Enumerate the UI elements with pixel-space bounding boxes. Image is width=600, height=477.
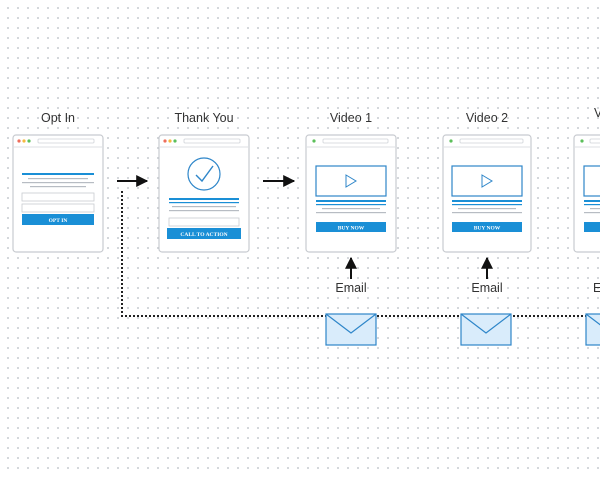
video-2-buy-now-label: BUY NOW: [474, 226, 501, 232]
window-dot-icon: [449, 139, 453, 143]
opt-in-button[interactable]: OPT IN: [22, 214, 94, 225]
thank-you-input-field[interactable]: [168, 217, 240, 227]
video-1-buy-now-button[interactable]: BUY NOW: [316, 222, 386, 232]
video-1-buy-now-label: BUY NOW: [338, 226, 365, 232]
window-dot-icon: [312, 139, 316, 143]
envelope-icon: [460, 313, 512, 346]
video-2-buy-now-button[interactable]: BUY NOW: [452, 222, 522, 232]
video-3-page-card[interactable]: [573, 134, 600, 253]
video-2-page-card[interactable]: BUY NOW: [442, 134, 532, 253]
email-label-video-1: Email: [335, 281, 367, 295]
email-label-video-2: Email: [471, 281, 503, 295]
call-to-action-label: CALL TO ACTION: [180, 232, 227, 238]
call-to-action-button[interactable]: CALL TO ACTION: [167, 228, 241, 239]
opt-in-name-field[interactable]: [21, 192, 95, 202]
video-1-page-card[interactable]: BUY NOW: [305, 134, 397, 253]
video-player-icon: [451, 165, 523, 197]
checkmark-circle-icon: [187, 157, 221, 191]
stage-title-thank-you: Thank You: [174, 111, 234, 125]
email-sequence-connector: [121, 191, 600, 317]
envelope-icon: [585, 313, 600, 346]
stage-title-video-3: V: [594, 106, 600, 120]
opt-in-page-card[interactable]: OPT IN: [12, 134, 104, 253]
envelope-icon: [325, 313, 377, 346]
video-player-icon: [315, 165, 387, 197]
email-label-video-3: E: [593, 281, 600, 295]
thank-you-page-card[interactable]: CALL TO ACTION: [158, 134, 250, 253]
video-player-icon: [583, 165, 600, 197]
stage-title-opt-in: Opt In: [40, 111, 76, 125]
window-dot-icon: [580, 139, 584, 143]
stage-title-video-2: Video 2: [465, 111, 509, 125]
stage-title-video-1: Video 1: [329, 111, 373, 125]
opt-in-button-label: OPT IN: [49, 218, 68, 224]
opt-in-email-field[interactable]: [21, 203, 95, 213]
video-3-buy-now-button[interactable]: [584, 222, 600, 232]
window-dots-icon: [17, 139, 31, 143]
window-dots-icon: [163, 139, 177, 143]
